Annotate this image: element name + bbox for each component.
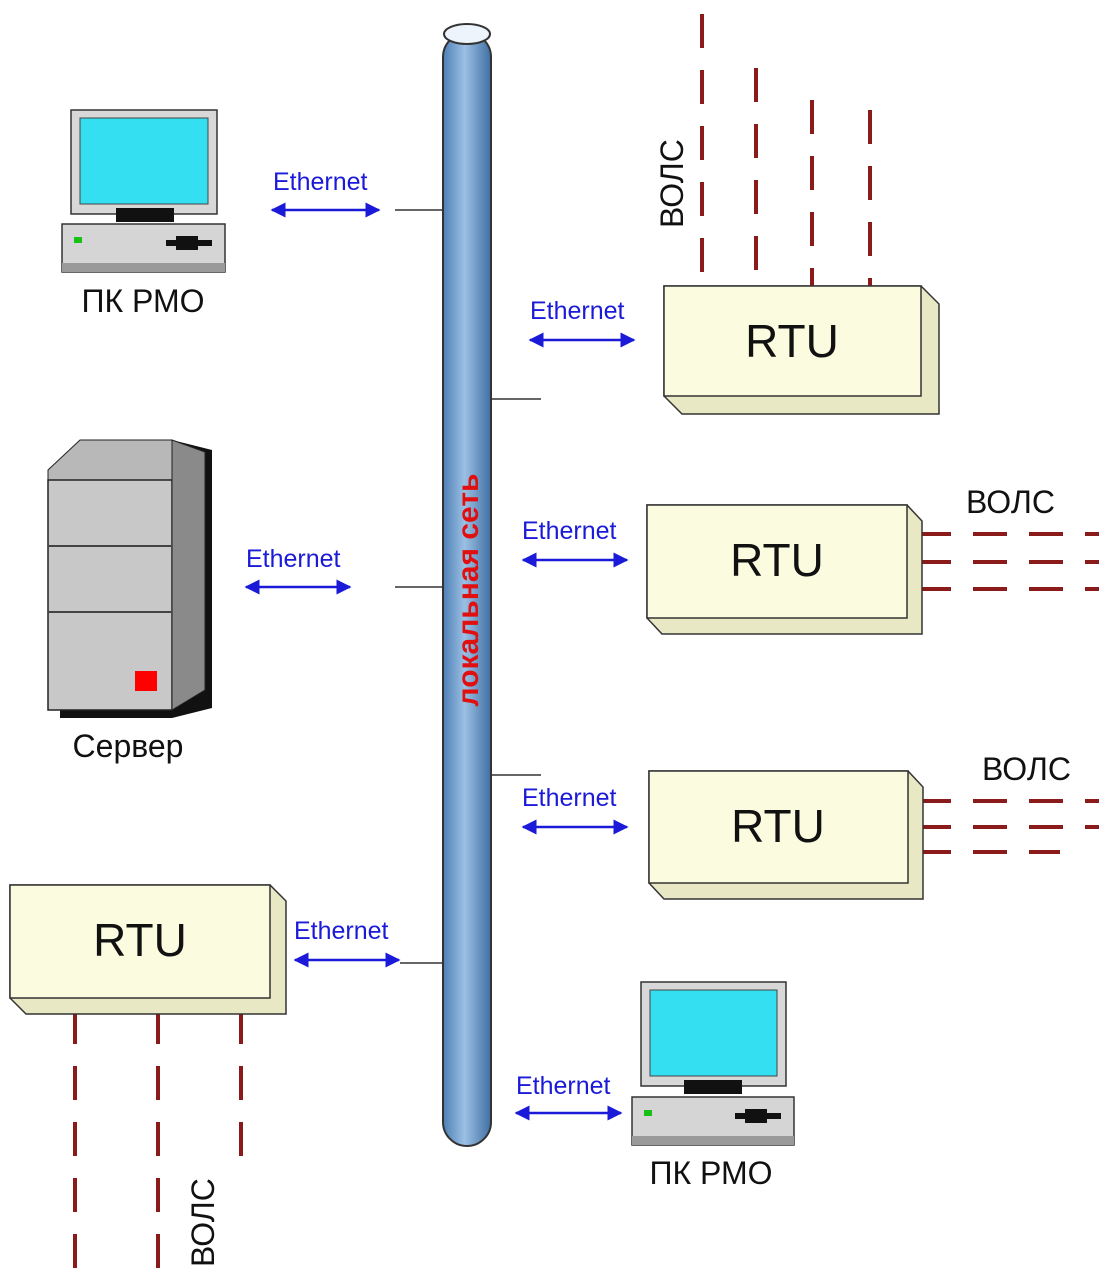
ethernet-label: Ethernet <box>273 168 368 196</box>
rtu-label: RTU <box>731 800 825 852</box>
desktop-unit-icon <box>631 1096 795 1146</box>
rtu-unit-4: RTU <box>9 884 287 1015</box>
ethernet-links <box>244 202 636 1121</box>
fiber-label: ВОЛС <box>185 1178 221 1267</box>
lan-bus-label: локальная сеть <box>452 474 485 707</box>
rtu-unit-1: RTU <box>663 285 940 415</box>
rtu-label: RTU <box>745 315 839 367</box>
server-label: Сервер <box>73 728 184 764</box>
rtu-label: RTU <box>93 914 187 966</box>
ethernet-label: Ethernet <box>530 297 625 325</box>
fiber-lines-rtu2 <box>917 532 1099 591</box>
ethernet-labels: Ethernet Ethernet Ethernet Ethernet Ethe… <box>246 168 625 1100</box>
server-led <box>135 671 157 691</box>
pc-workstation-top: ПК РМО <box>61 109 226 319</box>
pc-label: ПК РМО <box>649 1155 772 1191</box>
monitor-icon <box>70 109 218 222</box>
rtu-label: RTU <box>730 534 824 586</box>
fiber-label: ВОЛС <box>654 139 690 228</box>
bus-taps <box>395 209 541 964</box>
fiber-lines-rtu3 <box>917 799 1099 854</box>
fiber-lines-rtu4 <box>73 1010 243 1276</box>
desktop-unit-icon <box>61 223 226 273</box>
server-icon: Сервер <box>47 439 212 764</box>
ethernet-label: Ethernet <box>522 517 617 545</box>
pc-workstation-bottom: ПК РМО <box>631 981 795 1191</box>
lan-bus: локальная сеть <box>442 23 492 1147</box>
ethernet-label: Ethernet <box>516 1072 611 1100</box>
rtu-unit-3: RTU <box>648 770 924 900</box>
ethernet-label: Ethernet <box>294 917 389 945</box>
fiber-lines-top <box>700 14 872 286</box>
rtu-unit-2: RTU <box>646 504 923 635</box>
fiber-label: ВОЛС <box>982 751 1071 787</box>
pc-label: ПК РМО <box>81 283 204 319</box>
ethernet-label: Ethernet <box>246 545 341 573</box>
monitor-icon <box>640 981 787 1094</box>
ethernet-label: Ethernet <box>522 784 617 812</box>
fiber-label: ВОЛС <box>966 484 1055 520</box>
